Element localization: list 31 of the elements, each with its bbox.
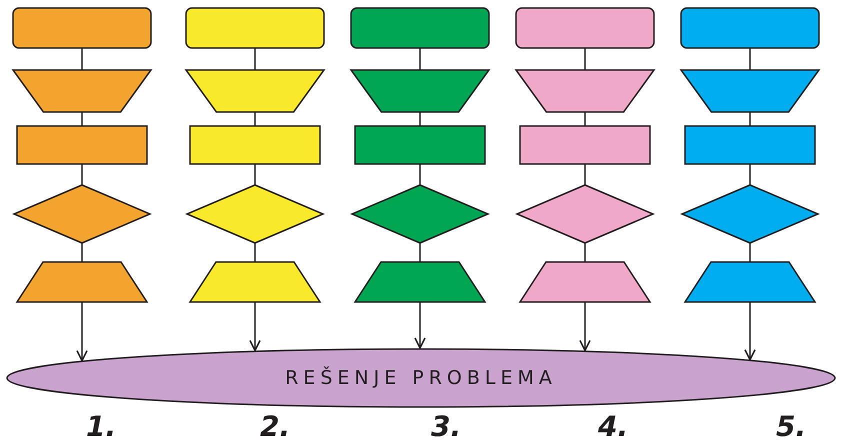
connector-line	[419, 164, 421, 185]
connector-line	[419, 243, 421, 262]
connector-line	[584, 164, 586, 185]
connector-line	[584, 48, 586, 70]
connector-line	[749, 48, 751, 70]
connector-line	[749, 164, 751, 185]
connector-line	[81, 112, 83, 126]
arrow	[76, 302, 88, 362]
connector-line	[254, 164, 256, 185]
ellipse-label: REŠENJE PROBLEMA	[285, 367, 557, 389]
connector-line	[749, 112, 751, 126]
connector-line	[749, 243, 751, 262]
connector-line	[584, 243, 586, 262]
connector-line	[254, 112, 256, 126]
step-number: 3.	[431, 410, 462, 442]
connector-line	[584, 112, 586, 126]
arrow	[249, 302, 261, 352]
step-number: 1.	[86, 410, 116, 442]
step-number: 2.	[260, 410, 290, 442]
connector-line	[81, 243, 83, 262]
connector-line	[419, 48, 421, 70]
connector-line	[419, 112, 421, 126]
connector-line	[81, 48, 83, 70]
step-number: 4.	[598, 410, 628, 442]
step-number: 5.	[776, 410, 806, 442]
connector-line	[254, 243, 256, 262]
connector-line	[81, 164, 83, 185]
connector-line	[254, 48, 256, 70]
arrow	[579, 302, 591, 352]
arrow	[414, 302, 426, 349]
arrow	[744, 302, 756, 361]
